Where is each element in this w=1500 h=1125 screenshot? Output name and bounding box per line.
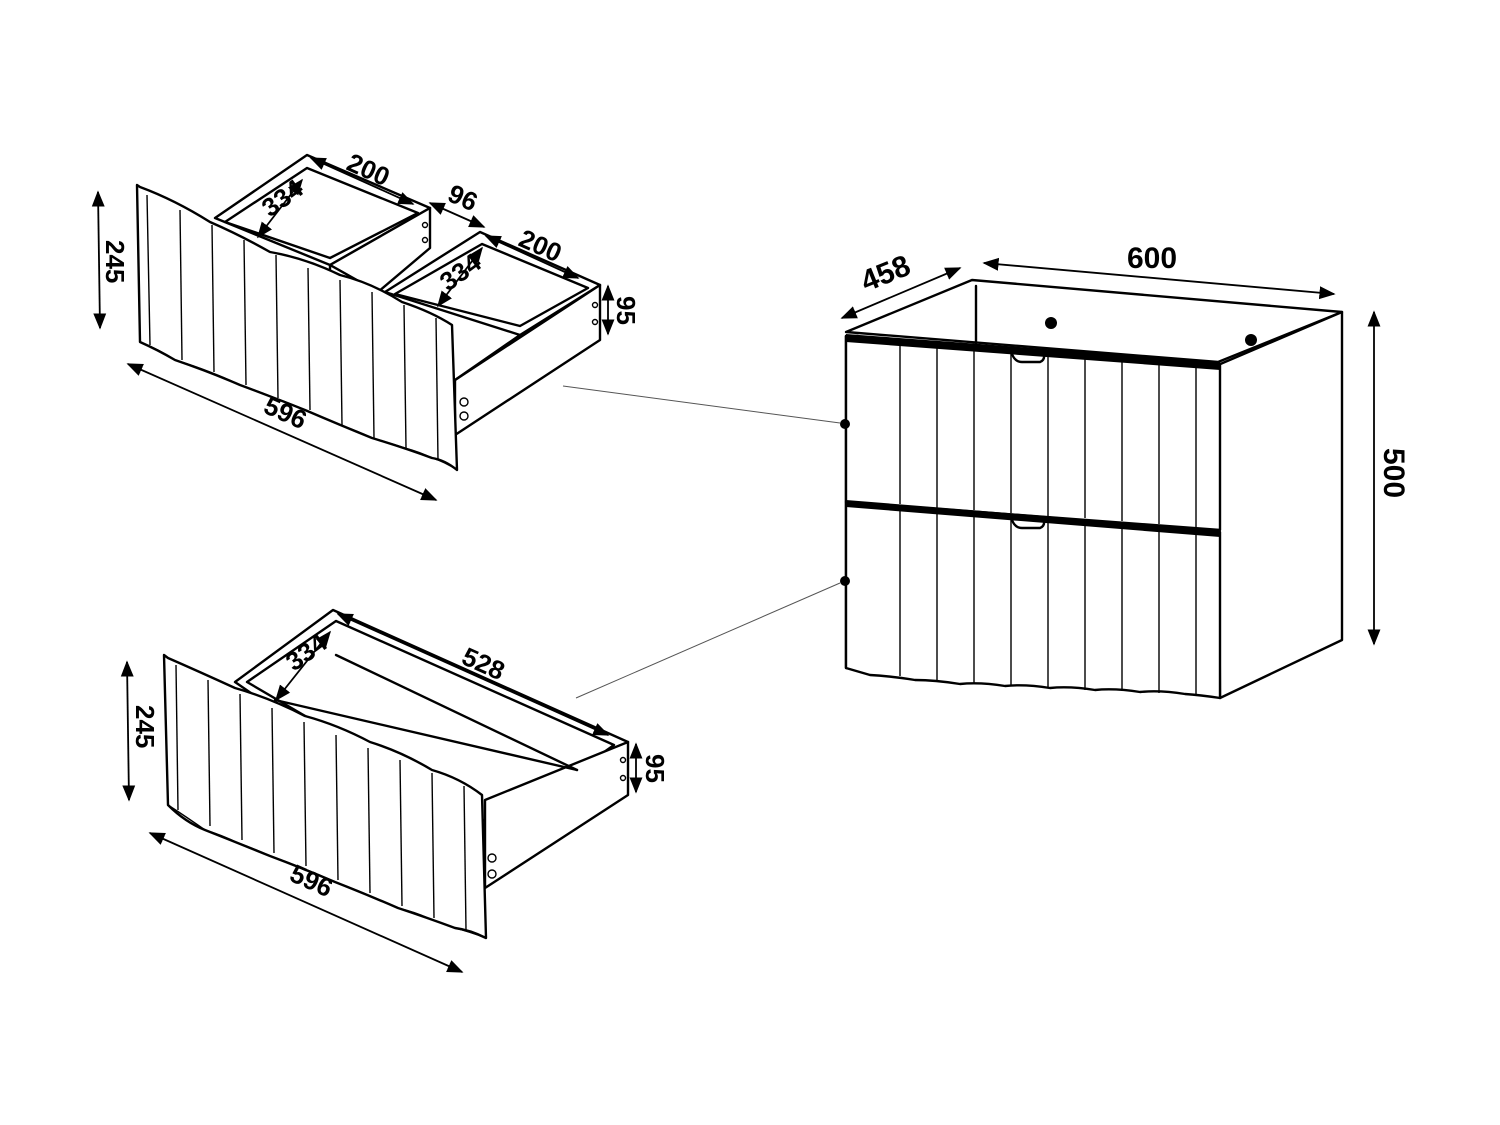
top-drawer: 245 596 200 334 96 200 334 95: [91, 147, 641, 501]
cabinet-width: 600: [1127, 242, 1177, 275]
cabinet-side-panel: [1216, 310, 1344, 700]
top-drawer-box: [213, 153, 602, 437]
mounting-hole-left: [1045, 317, 1057, 329]
cabinet-upper-front: [844, 334, 1222, 532]
bottom-drawer-side-height: 95: [640, 754, 670, 783]
top-drawer-front-height: 245: [100, 240, 130, 283]
cabinet-height: 500: [1377, 448, 1410, 498]
callout-dot-lower: [840, 576, 850, 586]
bottom-drawer-front-height: 245: [130, 705, 160, 748]
lower-handle: [1010, 518, 1046, 530]
cabinet-lower-front: [844, 500, 1222, 700]
top-drawer-side-height: 95: [611, 296, 641, 325]
bottom-drawer: 245 596 334 528 95: [120, 608, 670, 973]
mounting-hole-right: [1245, 334, 1257, 346]
cabinet: 458 600 500: [562, 242, 1410, 700]
upper-handle: [1010, 352, 1046, 364]
callout-dot-upper: [840, 419, 850, 429]
